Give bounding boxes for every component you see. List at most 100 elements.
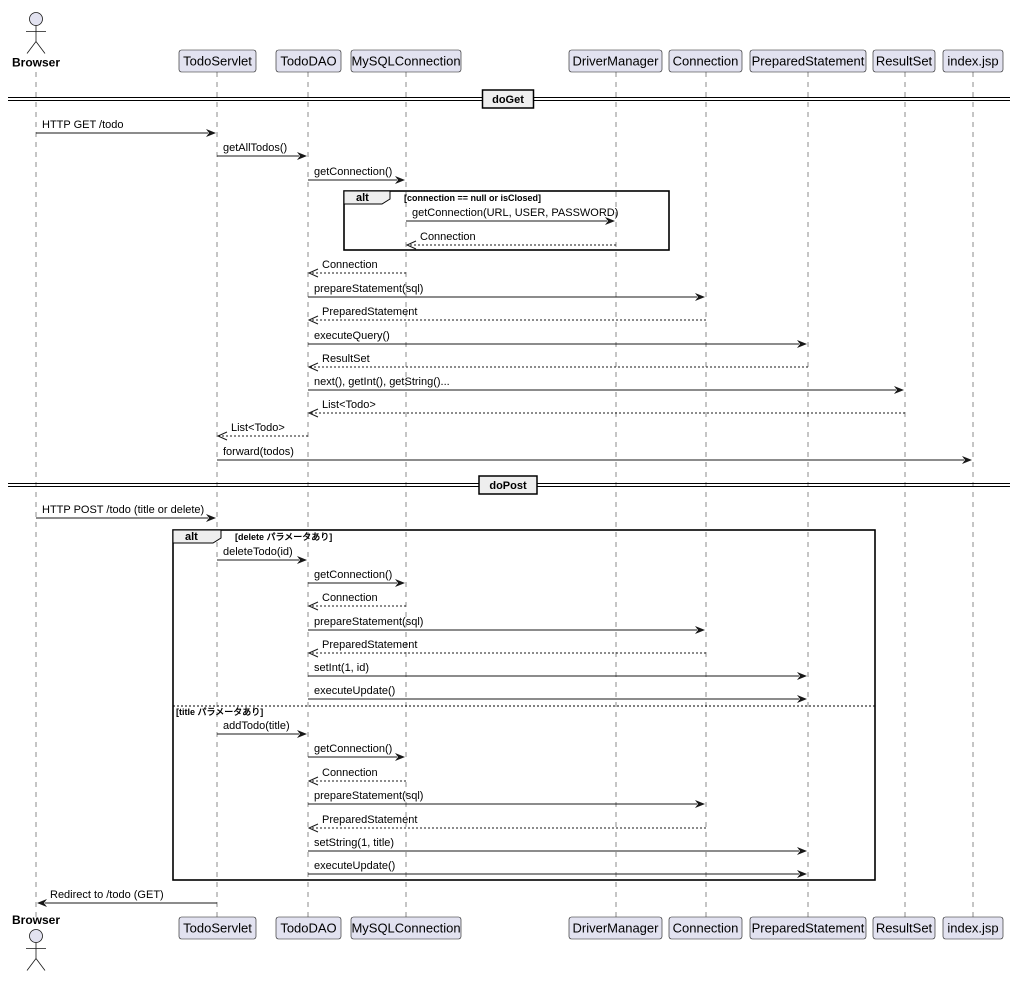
participant-jsp: index.jsp <box>942 49 1004 73</box>
call-message: executeUpdate() <box>308 685 807 703</box>
return-message: Connection <box>307 767 406 786</box>
participant-box <box>568 916 663 940</box>
message-label: PreparedStatement <box>322 306 417 318</box>
participant-label: ResultSet <box>876 921 933 936</box>
return-message: Connection <box>307 259 406 278</box>
actor-head <box>29 929 43 943</box>
message-label: next(), getInt(), getString()... <box>314 376 450 388</box>
call-message: executeQuery() <box>308 330 807 348</box>
return-message: PreparedStatement <box>307 639 706 658</box>
call-message: getConnection() <box>308 569 405 587</box>
message-label: getConnection(URL, USER, PASSWORD) <box>412 207 618 219</box>
call-message: HTTP GET /todo <box>36 119 216 137</box>
participant-box <box>568 49 663 73</box>
actor-browser: Browser <box>12 12 60 70</box>
call-message: deleteTodo(id) <box>217 546 307 564</box>
message-label: executeUpdate() <box>314 685 395 697</box>
return-message: List<Todo> <box>216 422 308 441</box>
divider-label: doPost <box>489 480 527 492</box>
participant-box <box>178 49 257 73</box>
call-message: HTTP POST /todo (title or delete) <box>36 504 216 522</box>
participant-label: index.jsp <box>947 54 998 69</box>
fragment-frame <box>343 190 670 251</box>
participant-label: TodoDAO <box>280 54 336 69</box>
arrowhead-filled <box>206 129 216 137</box>
fragment-else-guard: [title パラメータあり] <box>176 706 263 717</box>
call-message: prepareStatement(sql) <box>308 616 705 634</box>
message-label: prepareStatement(sql) <box>314 790 423 802</box>
participant-label: TodoServlet <box>183 921 252 936</box>
combined-fragments: alt[connection == null or isClosed] alt[d… <box>172 190 876 881</box>
participant-dm: DriverManager <box>568 49 663 73</box>
participant-heads: BrowserBrowserTodoServletTodoServletTodo… <box>12 12 1004 971</box>
divider-box <box>481 89 535 109</box>
return-message: PreparedStatement <box>307 814 706 833</box>
participant-dao: TodoDAO <box>275 49 342 73</box>
arrowhead-filled <box>797 870 807 878</box>
fragment-frame <box>172 529 876 881</box>
call-message: setInt(1, id) <box>308 662 807 680</box>
alt-fragment: alt[delete パラメータあり][title パラメータあり] <box>172 529 876 881</box>
message-label: Connection <box>420 231 476 243</box>
message-label: setInt(1, id) <box>314 662 369 674</box>
arrowhead-filled <box>395 176 405 184</box>
participant-box <box>178 916 257 940</box>
participant-label: ResultSet <box>876 54 933 69</box>
arrowhead-filled <box>395 579 405 587</box>
arrowhead-filled <box>37 899 47 907</box>
fragment-keyword: alt <box>356 192 369 204</box>
arrowhead-filled <box>206 514 216 522</box>
fragment-tab <box>343 190 391 205</box>
arrowhead-open <box>307 823 319 833</box>
participant-box <box>668 916 743 940</box>
participant-label: index.jsp <box>947 921 998 936</box>
call-message: addTodo(title) <box>217 720 307 738</box>
participant-label: Connection <box>673 54 739 69</box>
return-message: ResultSet <box>307 353 808 372</box>
message-label: Connection <box>322 767 378 779</box>
fragment-keyword: alt <box>185 531 198 543</box>
participant-box <box>350 916 462 940</box>
participant-box <box>872 49 936 73</box>
message-label: ResultSet <box>322 353 370 365</box>
arrowhead-open <box>307 362 319 372</box>
participant-box <box>275 49 342 73</box>
participant-box <box>350 49 462 73</box>
arrowhead-open <box>307 776 319 786</box>
message-label: forward(todos) <box>223 446 294 458</box>
participant-dm: DriverManager <box>568 916 663 940</box>
message-label: Connection <box>322 592 378 604</box>
participant-dao: TodoDAO <box>275 916 342 940</box>
arrowhead-filled <box>695 293 705 301</box>
message-label: setString(1, title) <box>314 837 394 849</box>
participant-box <box>942 916 1004 940</box>
actor-browser: Browser <box>12 913 60 971</box>
call-message: prepareStatement(sql) <box>308 283 705 301</box>
return-message: List<Todo> <box>307 399 905 418</box>
participant-jsp: index.jsp <box>942 916 1004 940</box>
arrowhead-filled <box>605 217 615 225</box>
message-label: deleteTodo(id) <box>223 546 293 558</box>
message-label: PreparedStatement <box>322 639 417 651</box>
alt-fragment: alt[connection == null or isClosed] <box>343 190 670 251</box>
arrowhead-filled <box>297 730 307 738</box>
message-label: List<Todo> <box>231 422 285 434</box>
participant-box <box>942 49 1004 73</box>
participant-ps: PreparedStatement <box>749 916 867 940</box>
message-label: Redirect to /todo (GET) <box>50 889 164 901</box>
message-label: List<Todo> <box>322 399 376 411</box>
actor-head <box>29 12 43 26</box>
message-label: prepareStatement(sql) <box>314 283 423 295</box>
message-label: addTodo(title) <box>223 720 290 732</box>
arrowhead-filled <box>797 695 807 703</box>
return-message: Connection <box>307 592 406 611</box>
call-message: setString(1, title) <box>308 837 807 855</box>
participant-label: TodoDAO <box>280 921 336 936</box>
arrowhead-filled <box>894 386 904 394</box>
return-message: Connection <box>405 231 616 250</box>
call-message: forward(todos) <box>217 446 972 464</box>
messages: HTTP GET /todogetAllTodos()getConnection… <box>36 119 972 907</box>
message-label: executeQuery() <box>314 330 390 342</box>
